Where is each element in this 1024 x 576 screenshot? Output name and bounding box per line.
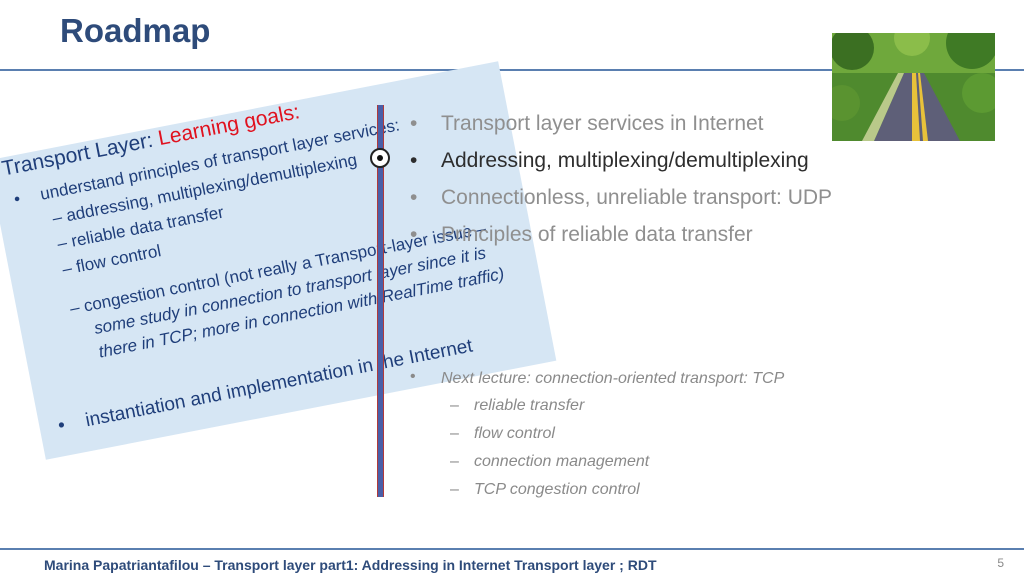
bullet: • (410, 149, 418, 172)
next-item-text: connection management (474, 453, 650, 470)
footer-text: Marina Papatriantafilou – Transport laye… (44, 557, 657, 573)
dash: – (450, 425, 459, 442)
topic-text: Connectionless, unreliable transport: UD… (441, 186, 833, 209)
progress-pole (377, 105, 384, 497)
bullet: • (410, 186, 418, 209)
topic-text: Principles of reliable data transfer (441, 223, 753, 246)
dash: – (450, 481, 459, 498)
next-item-text: TCP congestion control (474, 481, 640, 498)
page-number: 5 (997, 556, 1004, 570)
bullet: • (410, 112, 418, 135)
dash: – (450, 397, 459, 414)
bottom-divider (0, 548, 1024, 550)
current-position-marker-icon (370, 148, 390, 168)
topic-text: Addressing, multiplexing/demultiplexing (441, 149, 809, 172)
dash: – (450, 453, 459, 470)
road-photo (832, 33, 995, 141)
topic-text: Transport layer services in Internet (441, 112, 764, 135)
bullet: • (410, 223, 418, 246)
next-item-text: flow control (474, 425, 555, 442)
top-divider (0, 69, 1024, 71)
bullet: • (410, 368, 416, 385)
next-lecture-text: Next lecture: connection-oriented transp… (441, 370, 785, 387)
next-item-text: reliable transfer (474, 397, 585, 414)
slide-title: Roadmap (60, 12, 211, 49)
